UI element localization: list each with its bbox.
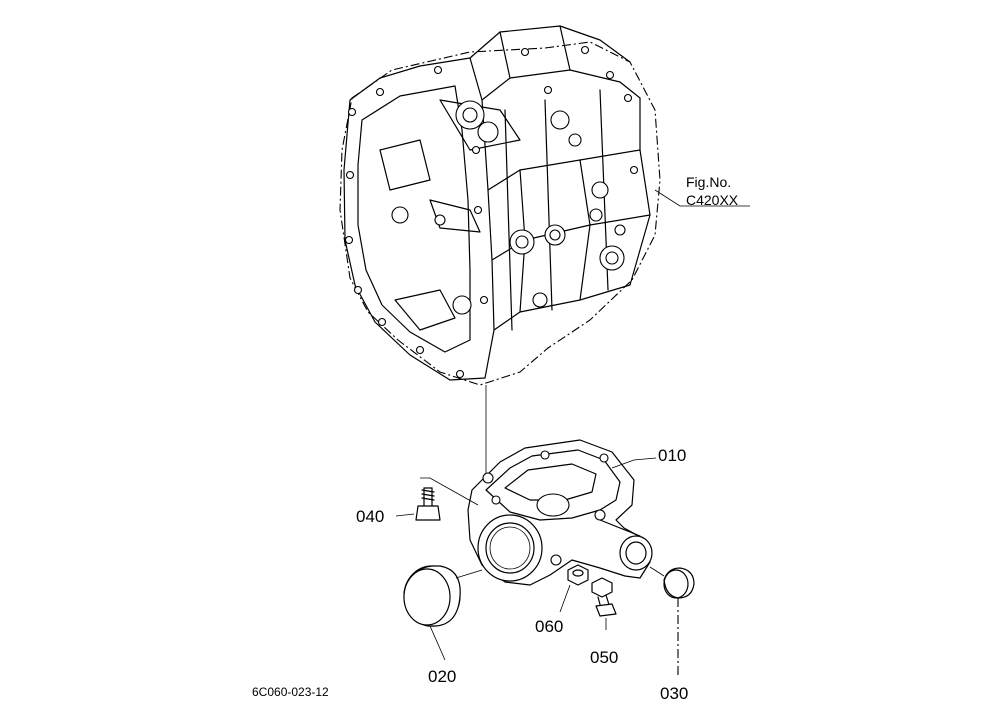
part-label-030[interactable]: 030 — [660, 684, 689, 703]
bolt-050-icon — [591, 577, 617, 617]
leader-010 — [611, 457, 657, 469]
leader-020-b — [429, 625, 446, 661]
plug-030-icon — [663, 567, 695, 599]
leader-020-a — [455, 569, 483, 579]
leader-060 — [559, 584, 571, 613]
leader-040 — [420, 477, 479, 506]
transmission-case-icon — [339, 25, 661, 386]
part-label-060[interactable]: 060 — [535, 617, 564, 636]
part-label-010[interactable]: 010 — [658, 446, 687, 465]
diagram-code: 6C060-023-12 — [252, 685, 329, 699]
part-label-020[interactable]: 020 — [428, 667, 457, 686]
nut-060-icon — [567, 564, 589, 586]
part-label-040[interactable]: 040 — [356, 507, 385, 526]
cover-cap-020-icon — [403, 565, 461, 627]
bolt-040-icon — [415, 487, 441, 521]
fig-ref-line2: C420XX — [686, 192, 739, 208]
housing-010-icon — [467, 439, 653, 586]
part-label-050[interactable]: 050 — [590, 648, 619, 667]
fig-ref-leader — [654, 189, 750, 207]
fig-ref-line1: Fig.No. — [686, 174, 732, 190]
leader-030-a — [649, 566, 665, 577]
